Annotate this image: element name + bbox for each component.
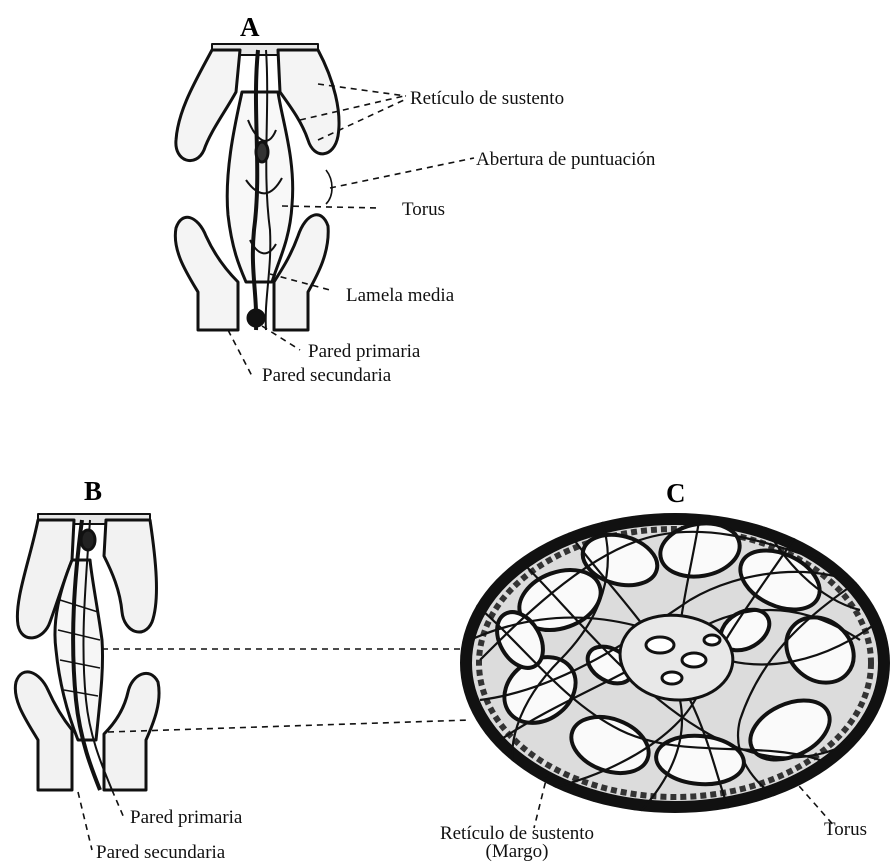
label-torus-c: Torus: [824, 820, 867, 839]
leader-abertura: [330, 158, 474, 188]
panel-label-c: C: [666, 480, 686, 507]
panel-label-b: B: [84, 478, 102, 505]
secondary-wall-lower-left: [175, 217, 238, 330]
label-pared-secundaria-b: Pared secundaria: [96, 843, 225, 862]
torus-center: [620, 615, 733, 700]
pit-membrane-face-c: [460, 513, 890, 813]
leader-secundaria-a: [228, 330, 252, 376]
label-abertura-de-puntuacion: Abertura de puntuación: [476, 150, 655, 169]
label-lamela-media: Lamela media: [346, 286, 454, 305]
leader-connect-lower: [108, 720, 470, 732]
secondary-wall-upper-right: [104, 520, 156, 632]
pit-section-a: [175, 44, 339, 330]
panel-label-a: A: [240, 14, 260, 41]
torus-lens: [227, 92, 293, 282]
leader-torus-a: [282, 206, 380, 208]
leader-primaria-b: [112, 790, 124, 818]
pit-section-b: [15, 514, 159, 790]
label-torus-a: Torus: [402, 200, 445, 219]
leader-secundaria-b: [78, 792, 92, 850]
label-reticulo-de-sustento-a: Retículo de sustento: [410, 89, 564, 108]
label-pared-primaria-b: Pared primaria: [130, 808, 242, 827]
label-margo: (Margo): [398, 842, 636, 861]
label-pared-secundaria-a: Pared secundaria: [262, 366, 391, 385]
label-pared-primaria-a: Pared primaria: [308, 342, 420, 361]
